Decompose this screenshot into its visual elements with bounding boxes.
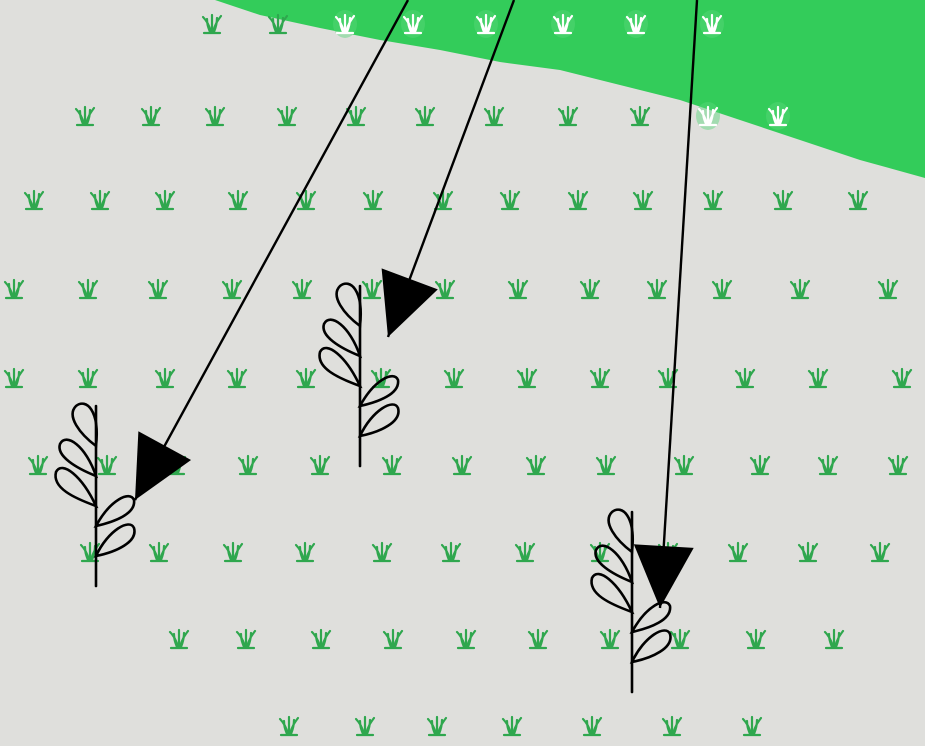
grass-tuft-icon [401,10,425,38]
grass-tuft-icon [696,102,720,130]
grass-tuft-icon [624,10,648,38]
grass-tuft-icon [474,10,498,38]
grass-tuft-icon [766,102,790,130]
grass-tuft-icon [333,10,357,38]
grass-tuft-icon [700,10,724,38]
grass-tuft-icon [551,10,575,38]
